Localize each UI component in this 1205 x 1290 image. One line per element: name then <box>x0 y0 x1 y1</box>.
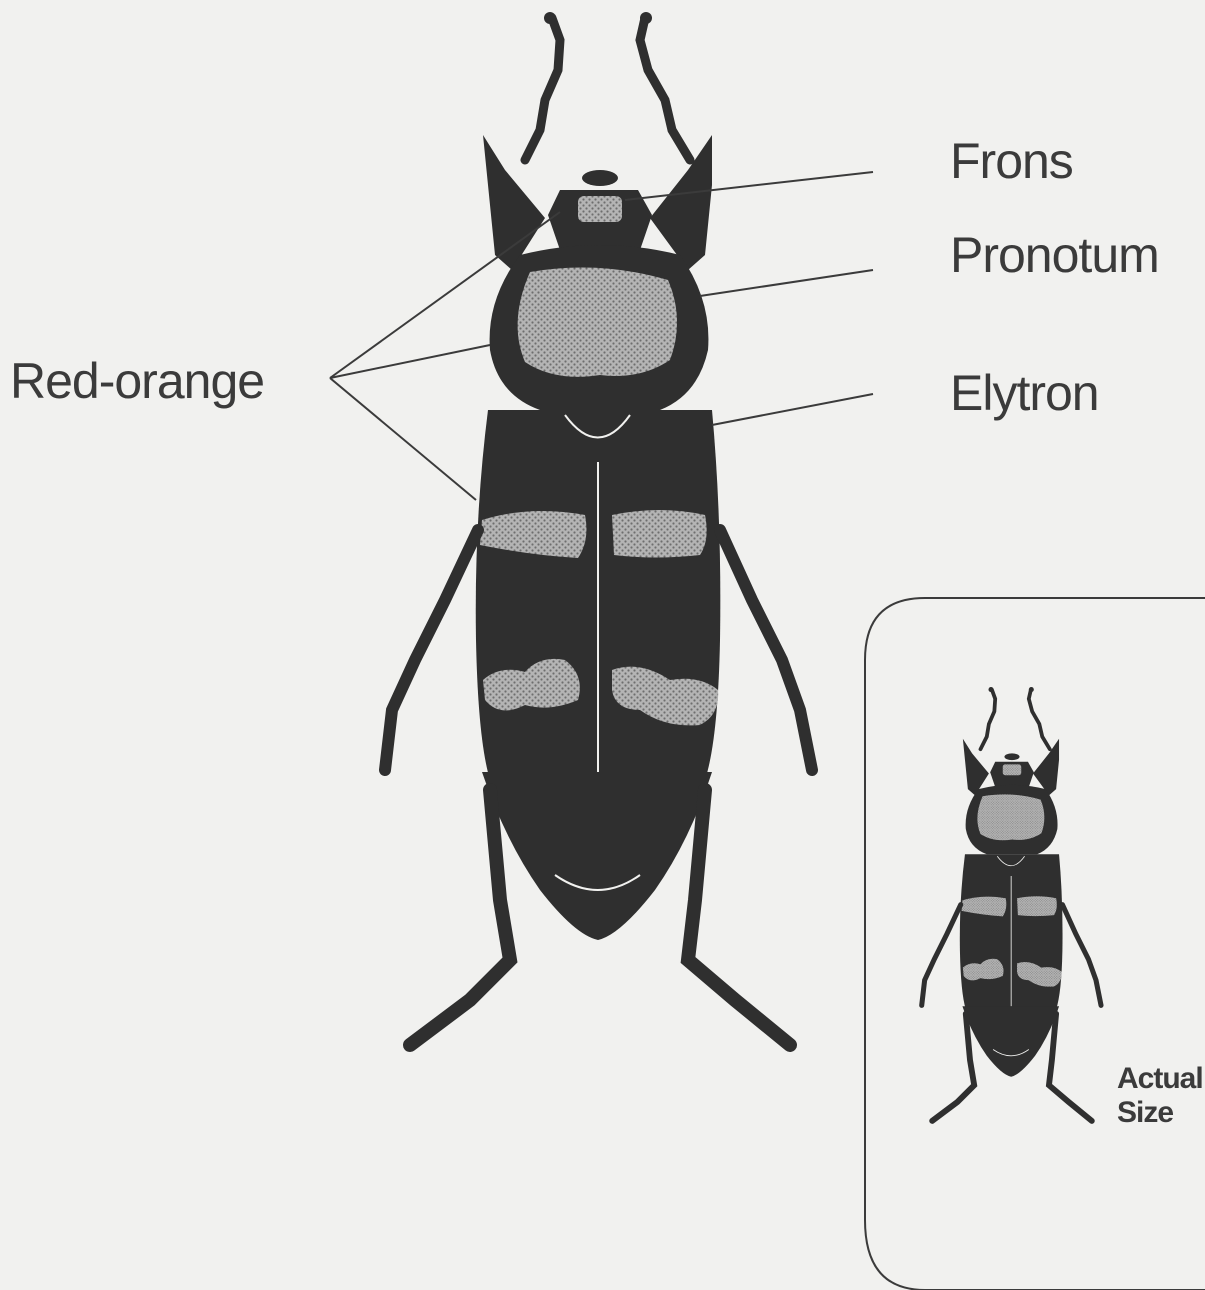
beetle-illustration <box>385 12 812 1045</box>
actual-size-label-line1: Actual <box>1117 1062 1203 1096</box>
elytron-label: Elytron <box>950 364 1099 422</box>
actual-size-label-line2: Size <box>1117 1096 1173 1130</box>
actual-size-beetle <box>922 687 1101 1121</box>
pronotum-label: Pronotum <box>950 226 1159 284</box>
red-orange-label: Red-orange <box>10 352 264 410</box>
frons-label: Frons <box>950 132 1073 190</box>
